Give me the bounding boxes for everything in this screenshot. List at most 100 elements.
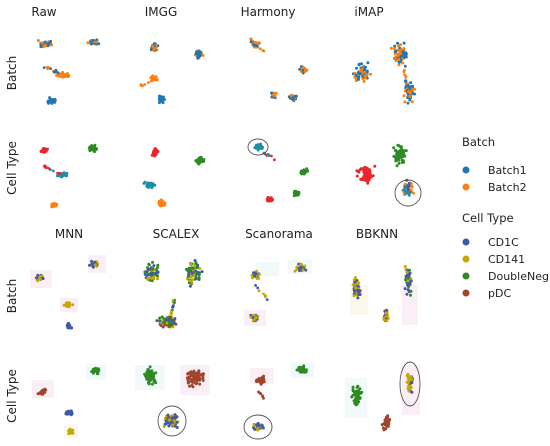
point [256, 427, 260, 431]
point [395, 164, 399, 168]
point [402, 94, 406, 98]
point [406, 101, 410, 105]
row-label-celltype-2: Cell Type [5, 369, 19, 423]
point [38, 391, 42, 395]
mnn-celltype-cluster-3 [64, 409, 74, 417]
mnn-batch-cluster-2 [88, 259, 99, 269]
imgg-celltype-cluster-2 [194, 155, 206, 166]
point [189, 377, 193, 381]
point [251, 316, 255, 319]
point [272, 92, 276, 96]
point [295, 267, 299, 271]
point [97, 42, 101, 46]
point [51, 169, 55, 173]
point [195, 266, 199, 269]
point [408, 97, 412, 101]
point [396, 53, 400, 57]
point [199, 159, 203, 162]
point [46, 67, 50, 71]
imap-celltype-cluster-3 [401, 178, 415, 197]
point [409, 279, 413, 283]
point [42, 66, 46, 69]
point [381, 426, 385, 430]
point [175, 420, 179, 424]
point [252, 423, 256, 427]
point [50, 202, 54, 206]
point [188, 267, 192, 271]
point [58, 171, 62, 175]
cluster-trail [139, 77, 157, 88]
point [41, 277, 45, 280]
point [253, 427, 257, 431]
point [151, 267, 155, 271]
point [407, 184, 411, 188]
point [56, 171, 59, 175]
point [159, 324, 163, 327]
scalex-celltype-cluster-2 [186, 369, 205, 389]
point [406, 96, 410, 100]
point [186, 378, 190, 382]
point [270, 154, 273, 158]
point [189, 262, 193, 266]
point [148, 379, 152, 383]
point [86, 41, 90, 45]
point [201, 376, 205, 380]
point [366, 61, 370, 65]
point [395, 150, 399, 154]
point [368, 171, 372, 175]
point [162, 425, 166, 428]
point [354, 76, 358, 80]
point [192, 273, 196, 277]
point [96, 368, 100, 372]
point [373, 164, 377, 168]
scanorama-batch-cluster-1 [250, 269, 261, 281]
method-title-scalex: SCALEX [153, 227, 200, 241]
point [369, 175, 373, 179]
point [197, 369, 201, 373]
point [155, 319, 159, 323]
point [157, 101, 161, 105]
point [147, 272, 151, 276]
point [394, 50, 398, 53]
raw-batch-cluster-4 [46, 96, 57, 105]
point [50, 205, 54, 209]
legend-pdc-marker [462, 289, 470, 297]
point [195, 372, 199, 376]
point [353, 391, 357, 395]
point [254, 284, 257, 287]
point [149, 79, 153, 83]
method-title-bbknn: BBKNN [356, 227, 398, 241]
point [261, 426, 265, 430]
point [168, 422, 172, 425]
point [301, 170, 305, 174]
point [253, 274, 257, 278]
point [147, 381, 151, 385]
point [403, 287, 407, 291]
point [256, 286, 260, 290]
scatter-clusters [34, 37, 416, 436]
point [410, 378, 414, 382]
point [92, 145, 96, 149]
point [189, 274, 193, 278]
point [397, 158, 401, 162]
point [156, 277, 159, 281]
point [91, 38, 95, 42]
point [156, 270, 160, 274]
point [259, 147, 263, 150]
point [164, 318, 168, 322]
imap-celltype-cluster-1 [392, 143, 408, 168]
point [191, 374, 195, 378]
point [354, 282, 358, 286]
legend-doubleneg-marker [462, 272, 470, 280]
point [53, 70, 56, 74]
point [257, 289, 261, 293]
point [365, 73, 369, 76]
row-label-batch-2: Batch [5, 279, 19, 314]
point [148, 365, 152, 369]
point [171, 299, 175, 302]
point [254, 379, 258, 383]
point [398, 60, 402, 64]
point [191, 271, 195, 275]
point [190, 383, 194, 387]
point [403, 100, 407, 104]
